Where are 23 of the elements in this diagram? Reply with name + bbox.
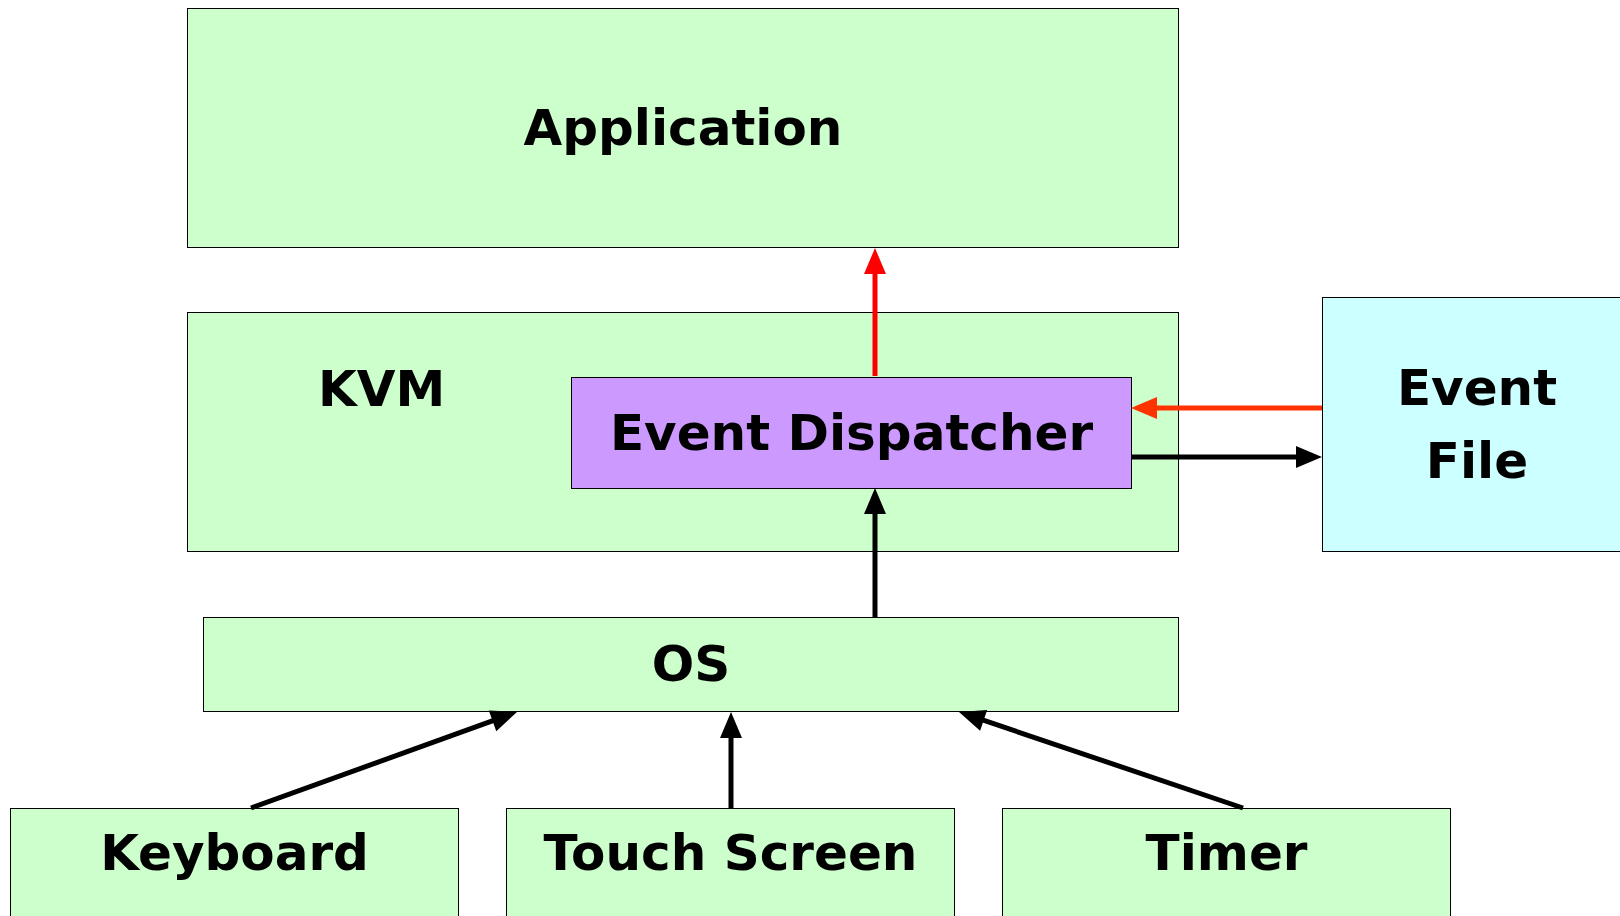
- os-layer-box: [203, 617, 1179, 712]
- dispatcher-box: [571, 377, 1132, 489]
- input-source-box: [1002, 808, 1451, 916]
- arrow: [250, 710, 517, 811]
- kvm-layer-box: [187, 312, 1179, 552]
- node-label: Application: [523, 97, 843, 159]
- arrow: [720, 712, 742, 808]
- node-label: OS: [651, 634, 731, 696]
- application-layer-box: [187, 8, 1179, 248]
- arrow: [1131, 397, 1322, 419]
- input-source-box: [506, 808, 955, 916]
- node-label: Timer: [1145, 823, 1308, 884]
- arrow: [864, 248, 886, 376]
- node-label: Keyboard: [100, 823, 369, 884]
- node-label: Touch Screen: [543, 823, 918, 884]
- input-source-box: [10, 808, 459, 916]
- arrow: [1131, 446, 1322, 468]
- node-label: Event File: [1395, 358, 1559, 492]
- node-label: KVM: [318, 359, 446, 420]
- node-label: Event Dispatcher: [609, 402, 1094, 464]
- file-box: [1322, 297, 1620, 552]
- arrow: [864, 488, 886, 617]
- arrow: [959, 709, 1244, 811]
